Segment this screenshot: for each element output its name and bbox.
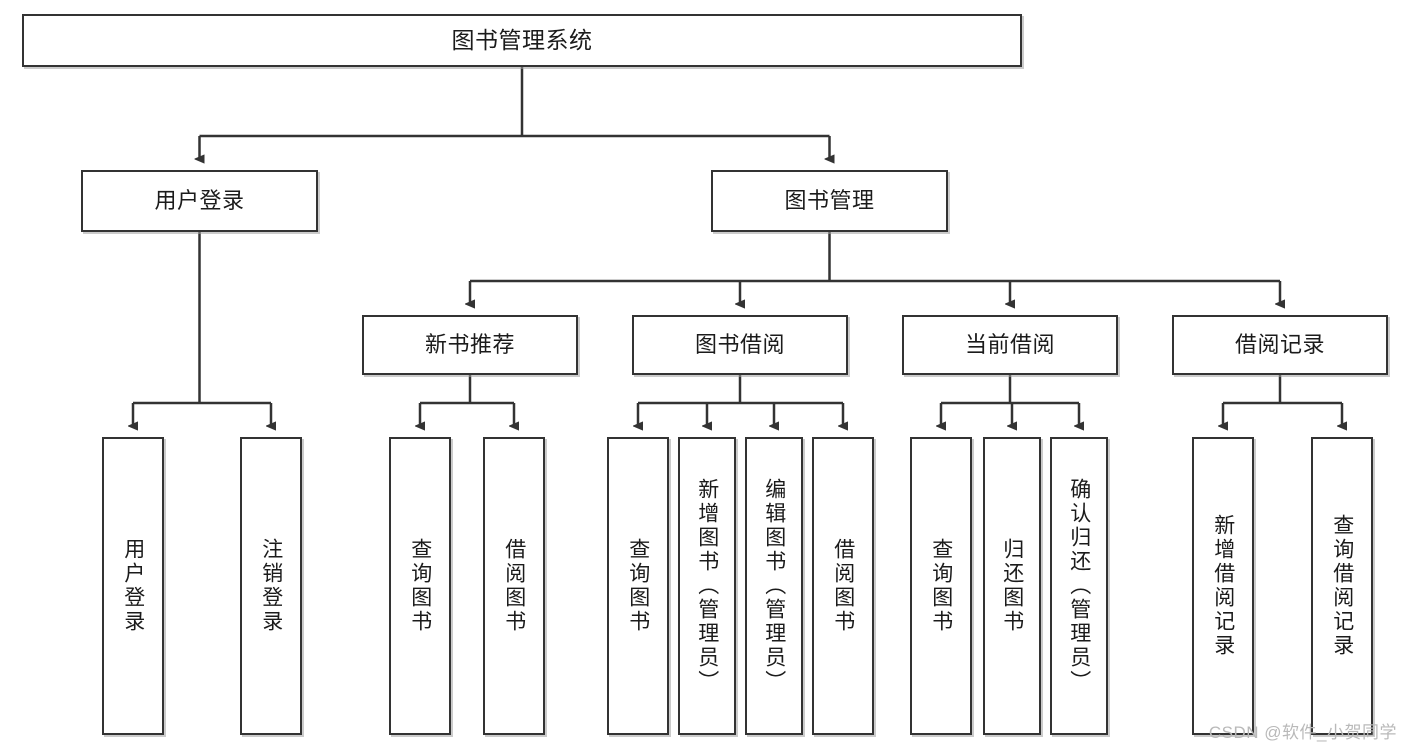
node-leaf-bb-borrow[interactable]: 借阅图书	[812, 437, 874, 735]
node-leaf-user-login[interactable]: 用户登录	[102, 437, 164, 735]
node-leaf-cb-return[interactable]: 归还图书	[983, 437, 1041, 735]
node-new-book-rec[interactable]: 新书推荐	[362, 315, 578, 375]
node-label: 借阅图书	[831, 538, 855, 634]
node-label: 新增图书（管理员）	[695, 478, 719, 694]
node-label: 图书管理系统	[451, 27, 593, 54]
node-label: 用户登录	[154, 187, 245, 213]
node-label: 查询图书	[929, 538, 953, 634]
node-borrow-record[interactable]: 借阅记录	[1172, 315, 1388, 375]
node-leaf-cb-confirm[interactable]: 确认归还（管理员）	[1050, 437, 1108, 735]
node-label: 图书管理	[784, 187, 875, 213]
node-label: 新增借阅记录	[1211, 514, 1235, 658]
node-current-borrow[interactable]: 当前借阅	[902, 315, 1118, 375]
node-book-borrow[interactable]: 图书借阅	[632, 315, 848, 375]
node-leaf-rec-borrow[interactable]: 借阅图书	[483, 437, 545, 735]
node-leaf-bb-query[interactable]: 查询图书	[607, 437, 669, 735]
node-leaf-bb-edit[interactable]: 编辑图书（管理员）	[745, 437, 803, 735]
node-label: 确认归还（管理员）	[1067, 478, 1091, 694]
node-leaf-cb-query[interactable]: 查询图书	[910, 437, 972, 735]
node-label: 借阅图书	[502, 538, 526, 634]
node-label: 当前借阅	[964, 331, 1055, 357]
watermark-text: CSDN @软件_小贺同学	[1208, 723, 1397, 742]
node-leaf-br-add[interactable]: 新增借阅记录	[1192, 437, 1254, 735]
node-leaf-br-query[interactable]: 查询借阅记录	[1311, 437, 1373, 735]
node-root[interactable]: 图书管理系统	[22, 14, 1022, 67]
node-leaf-rec-query[interactable]: 查询图书	[389, 437, 451, 735]
node-book-manage[interactable]: 图书管理	[711, 170, 948, 232]
node-label: 查询借阅记录	[1330, 514, 1354, 658]
node-label: 查询图书	[626, 538, 650, 634]
node-label: 归还图书	[1000, 538, 1024, 634]
node-label: 注销登录	[259, 538, 283, 634]
node-leaf-user-logout[interactable]: 注销登录	[240, 437, 302, 735]
node-label: 用户登录	[121, 538, 145, 634]
node-label: 新书推荐	[424, 331, 515, 357]
node-label: 查询图书	[408, 538, 432, 634]
node-label: 编辑图书（管理员）	[762, 478, 786, 694]
node-user-login[interactable]: 用户登录	[81, 170, 318, 232]
node-label: 借阅记录	[1234, 331, 1325, 357]
node-leaf-bb-add[interactable]: 新增图书（管理员）	[678, 437, 736, 735]
node-label: 图书借阅	[694, 331, 785, 357]
